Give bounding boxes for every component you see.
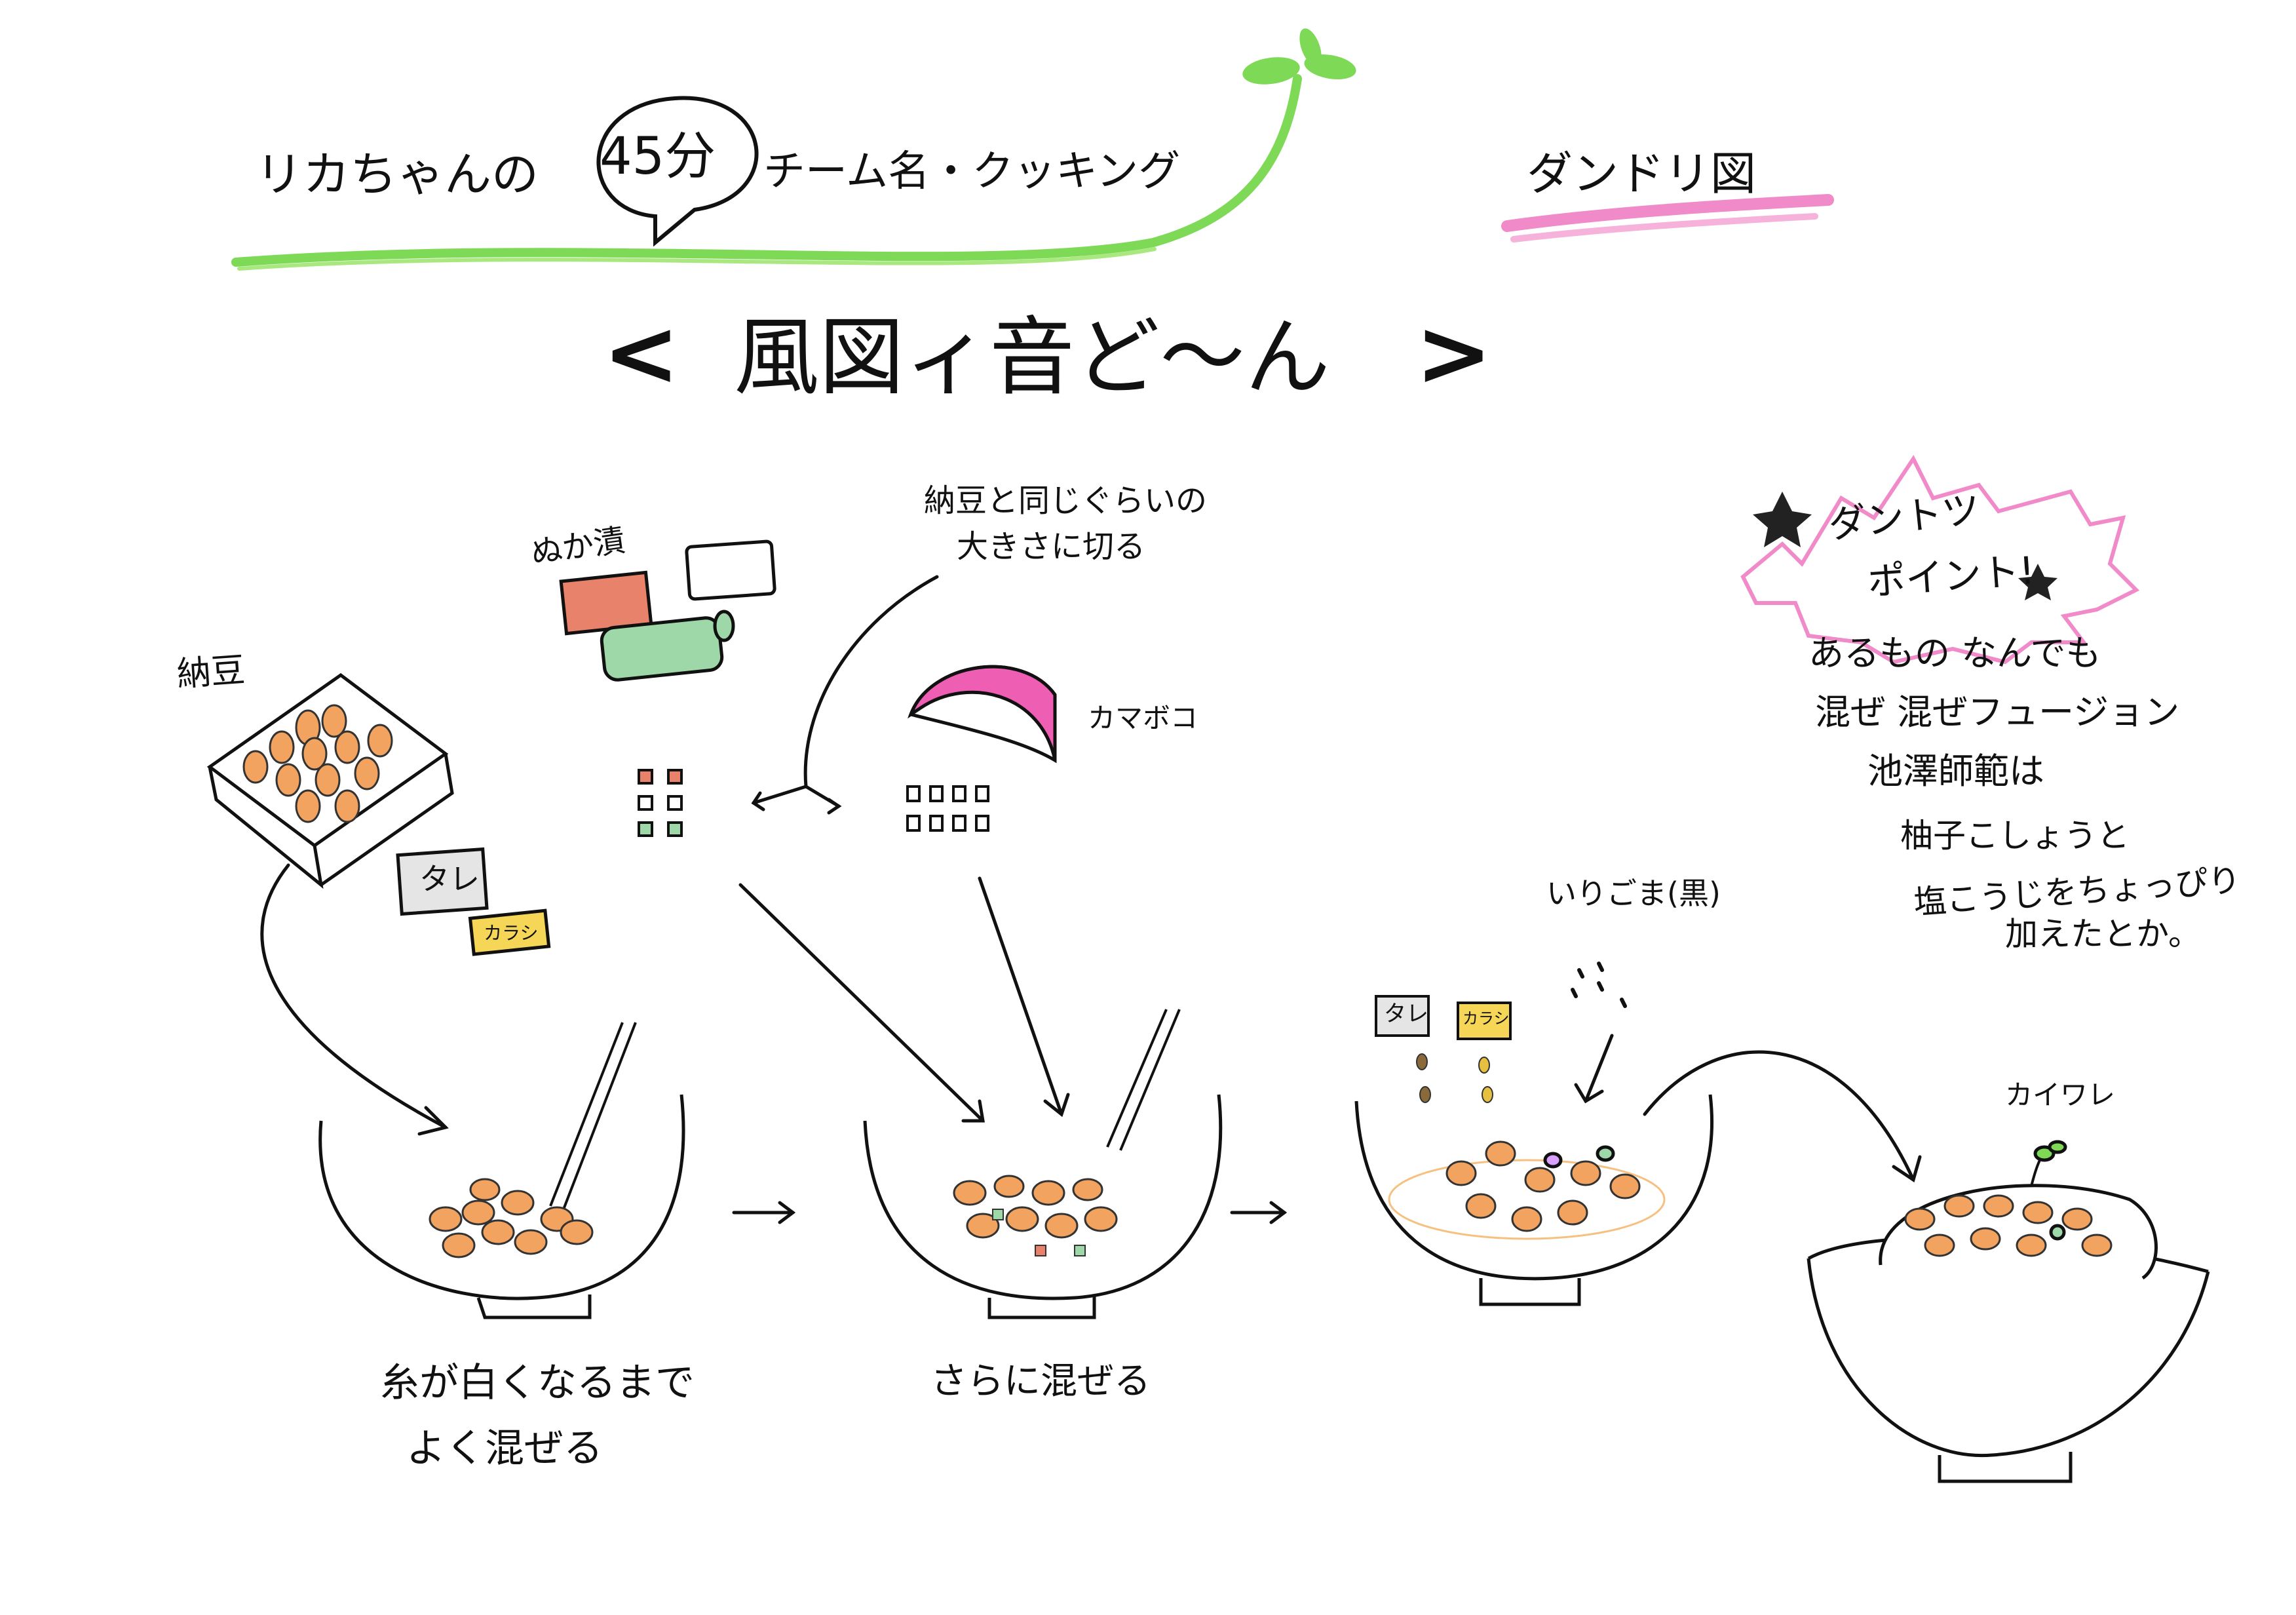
section-title: ダンドリ図 <box>1527 147 1756 201</box>
diced-pickles-icon <box>638 769 683 837</box>
arrow-natto-to-bowl1 <box>260 863 448 1129</box>
bowl-1-icon <box>318 1022 685 1319</box>
karashi-packet-icon <box>468 908 551 956</box>
step1-line1: 糸が白くなるまで <box>380 1360 695 1406</box>
label-tare-small: タレ <box>1384 1001 1428 1027</box>
arrow-pickles-to-bowl2 <box>738 883 985 1123</box>
arrow-sesame-to-bowl3 <box>1584 1034 1614 1103</box>
point-line-3: 池澤師範は <box>1867 750 2044 792</box>
arrow-kamaboko-to-bowl2 <box>978 876 1063 1116</box>
label-tare: タレ <box>419 861 480 897</box>
point-line-6: 加えたとか。 <box>2005 915 2201 953</box>
dish-title: 風図ィ音ど〜ん <box>734 307 1331 407</box>
point-title-line2: ポイント! <box>1866 548 2037 604</box>
pink-underline <box>1501 194 1834 232</box>
bowl-3-icon <box>1354 1094 1714 1306</box>
natto-pack-icon <box>206 672 454 889</box>
step2: さらに混ぜる <box>930 1360 1151 1403</box>
point-burst-icon <box>1740 455 2140 665</box>
tare-packet-icon <box>396 847 489 916</box>
label-karashi: カラシ <box>484 922 539 944</box>
arrow-cut-note <box>803 575 939 788</box>
bowl-2-icon <box>863 1009 1223 1319</box>
karashi-small-icon <box>1457 1002 1512 1040</box>
dish-bracket-left: < <box>603 300 680 407</box>
step1-line2: よく混ぜる <box>406 1426 603 1471</box>
tare-small-icon <box>1375 995 1430 1037</box>
label-kamaboko: カマボコ <box>1088 702 1198 734</box>
nukazuke-pickles-icon <box>559 539 776 682</box>
final-bowl-icon <box>1807 1140 2210 1483</box>
label-kaiware: カイワレ <box>2005 1079 2116 1111</box>
point-line-4: 柚子こしょうと <box>1900 817 2130 855</box>
arrow-bowl3-to-final <box>1643 1050 1915 1182</box>
drips-icon <box>1416 1053 1493 1103</box>
kamaboko-icon <box>907 665 1057 764</box>
sesame-icon <box>1571 962 1627 1008</box>
label-natto: 納豆 <box>176 650 246 695</box>
speech-bubble-icon <box>596 96 759 247</box>
label-sesame: いりごま(黒) <box>1546 876 1721 911</box>
series-prefix: リカちゃんの <box>256 147 539 202</box>
flow-arrows <box>260 575 1922 1224</box>
point-line-1: あるもの なんでも <box>1808 632 2101 674</box>
sprout-vine-icon <box>231 28 1356 271</box>
cut-note-line2: 大きさに切る <box>957 528 1146 565</box>
label-karashi-small: カラシ <box>1463 1009 1510 1028</box>
point-line-2: 混ぜ 混ぜフュージョン <box>1815 691 2180 733</box>
diced-kamaboko-icon <box>906 785 989 832</box>
dish-bracket-right: > <box>1415 300 1493 407</box>
cut-note-line1: 納豆と同じぐらいの <box>924 482 1208 519</box>
bubble-text: 45分 <box>600 127 716 186</box>
series-suffix: チーム名・クッキング <box>763 147 1181 196</box>
